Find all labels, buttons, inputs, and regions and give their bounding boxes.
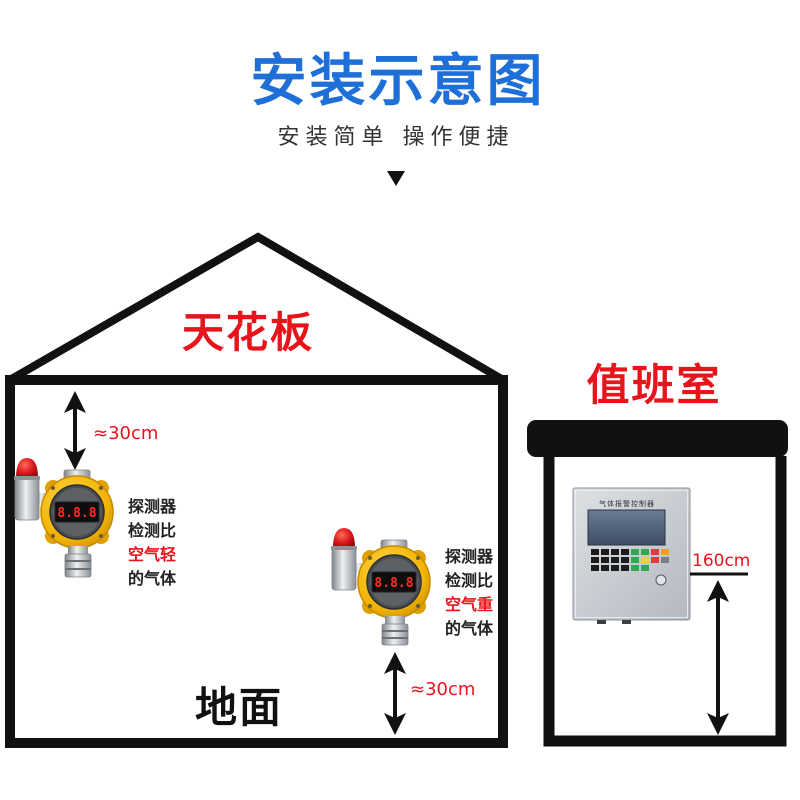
duty-room-label: 值班室 [586, 361, 722, 411]
distance-arrow-ceiling [64, 391, 86, 470]
alarm-lamp [14, 458, 50, 521]
distance-arrow-floor [384, 652, 406, 735]
detector-display: 8.8.8 [54, 501, 100, 523]
controller-panel-title: 气体报警控制器 [599, 499, 655, 508]
down-triangle-icon [387, 171, 405, 186]
heavy-gas-detector-description: 探测器 检测比 空气重 的气体 [445, 545, 493, 641]
mounting-height-label: 160cm [692, 551, 751, 571]
duty-room-walls [543, 456, 787, 747]
description-line: 检测比 [445, 571, 494, 590]
sensor-head [381, 616, 409, 646]
ceiling-label: 天花板 [181, 308, 314, 357]
description-line: 的气体 [445, 619, 494, 638]
duty-room-roof [527, 420, 788, 457]
gas-alarm-controller: 气体报警控制器 [572, 487, 691, 624]
lock-knob-icon [655, 574, 667, 586]
controller-screen [587, 509, 666, 546]
page-subtitle: 安装简单 操作便捷 [277, 125, 515, 150]
height-arrow [707, 580, 729, 735]
floor-label: 地面 [194, 683, 283, 732]
description-line-highlight: 空气重 [445, 595, 494, 614]
floor-distance-label: ≈30cm [410, 679, 476, 700]
description-line-highlight: 空气轻 [128, 545, 177, 564]
page-title: 安装示意图 [250, 49, 546, 114]
detector-display: 8.8.8 [371, 571, 417, 593]
detector-housing [40, 475, 114, 549]
light-gas-detector-description: 探测器 检测比 空气轻 的气体 [128, 495, 176, 591]
detector-display-digits: 8.8.8 [374, 576, 413, 591]
ceiling-distance-label: ≈30cm [93, 423, 159, 444]
house-roof [6, 232, 508, 385]
heavy-gas-detector: 8.8.8 [331, 528, 431, 646]
house-walls [5, 375, 508, 748]
light-gas-detector: 8.8.8 [14, 458, 114, 578]
alarm-lamp [331, 528, 367, 591]
detector-display-digits: 8.8.8 [57, 506, 96, 521]
description-line: 探测器 [128, 497, 177, 516]
description-line: 探测器 [445, 547, 494, 566]
description-line: 的气体 [128, 569, 177, 588]
sensor-head [64, 546, 92, 578]
controller-keypad [591, 549, 669, 571]
description-line: 检测比 [128, 521, 177, 540]
